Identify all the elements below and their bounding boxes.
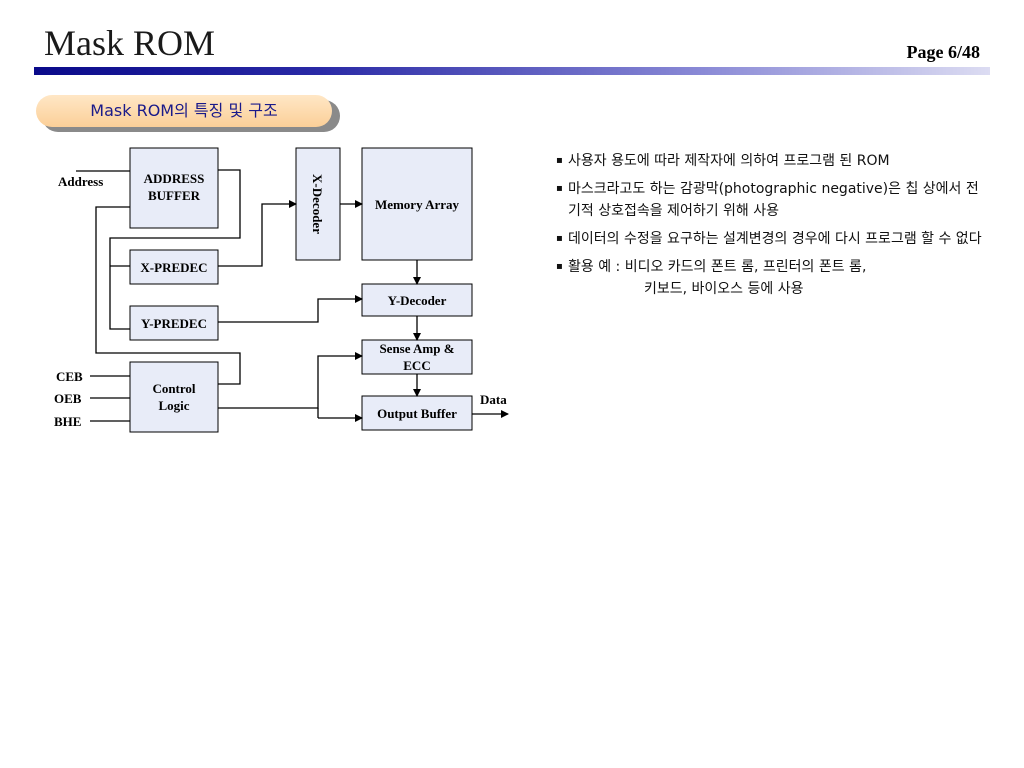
bullet-text: 데이터의 수정을 요구하는 설계변경의 경우에 다시 프로그램 할 수 없다 bbox=[568, 231, 982, 247]
control-to-senseamp-wire bbox=[218, 352, 363, 409]
data-signal-label: Data bbox=[480, 392, 507, 407]
sense-amp-label-1: Sense Amp & bbox=[379, 341, 454, 356]
address-buffer-label-1: ADDRESS bbox=[144, 171, 205, 186]
y-decoder-block bbox=[361, 283, 473, 317]
oeb-signal-label: OEB bbox=[54, 391, 82, 406]
bullet-text: 마스크라고도 하는 감광막(photographic negative)은 칩 … bbox=[568, 181, 979, 219]
usage-line-2: 키보드, 바이오스 등에 사용 bbox=[644, 281, 804, 297]
x-predec-label: X-PREDEC bbox=[140, 260, 207, 275]
memory-array-label: Memory Array bbox=[375, 197, 460, 212]
bullet-mark-icon: ▪ bbox=[556, 183, 563, 194]
bullet-mark-icon: ▪ bbox=[556, 261, 563, 272]
x-decoder-label: X-Decoder bbox=[310, 174, 325, 234]
bullet-item: ▪ 마스크라고도 하는 감광막(photographic negative)은 … bbox=[556, 178, 986, 222]
output-buffer-label: Output Buffer bbox=[377, 406, 457, 421]
feature-bullet-list: ▪ 사용자 용도에 따라 제작자에 의하여 프로그램 된 ROM ▪ 마스크라고… bbox=[556, 150, 986, 306]
ypredec-to-ydecoder-wire bbox=[218, 295, 363, 323]
address-buffer-block bbox=[129, 147, 219, 229]
x-predec-block bbox=[129, 249, 219, 285]
address-buffer-label-2: BUFFER bbox=[148, 188, 201, 203]
xpredec-to-xdecoder-wire bbox=[218, 200, 297, 267]
slide-title: Mask ROM bbox=[44, 23, 216, 63]
bhe-signal-label: BHE bbox=[54, 414, 81, 429]
sense-amp-block bbox=[361, 339, 473, 375]
bullet-mark-icon: ▪ bbox=[556, 233, 563, 244]
bullet-mark-icon: ▪ bbox=[556, 155, 563, 166]
ceb-signal-label: CEB bbox=[56, 369, 83, 384]
bullet-text: 사용자 용도에 따라 제작자에 의하여 프로그램 된 ROM bbox=[568, 153, 890, 169]
y-decoder-label: Y-Decoder bbox=[388, 293, 447, 308]
usage-line-1: 활용 예 : 비디오 카드의 폰트 롬, 프린터의 폰트 롬, bbox=[568, 259, 867, 275]
title-underline-bar bbox=[34, 67, 990, 75]
address-signal-label: Address bbox=[58, 174, 103, 189]
control-logic-label-2: Logic bbox=[158, 398, 189, 413]
sense-amp-label-2: ECC bbox=[403, 358, 430, 373]
bullet-item: ▪ 사용자 용도에 따라 제작자에 의하여 프로그램 된 ROM bbox=[556, 150, 986, 172]
address-buffer-feedback-wire bbox=[109, 169, 241, 330]
y-predec-block bbox=[129, 305, 219, 341]
page-number: Page 6/48 bbox=[906, 42, 981, 62]
bullet-item-usage: ▪ 활용 예 : 비디오 카드의 폰트 롬, 프린터의 폰트 롬, 키보드, 바… bbox=[556, 256, 986, 300]
section-label: Mask ROM의 특징 및 구조 bbox=[36, 95, 332, 127]
control-logic-block bbox=[129, 361, 219, 433]
control-logic-label-1: Control bbox=[152, 381, 195, 396]
y-predec-label: Y-PREDEC bbox=[141, 316, 207, 331]
bullet-item: ▪ 데이터의 수정을 요구하는 설계변경의 경우에 다시 프로그램 할 수 없다 bbox=[556, 228, 986, 250]
address-to-control-wire bbox=[95, 206, 241, 385]
